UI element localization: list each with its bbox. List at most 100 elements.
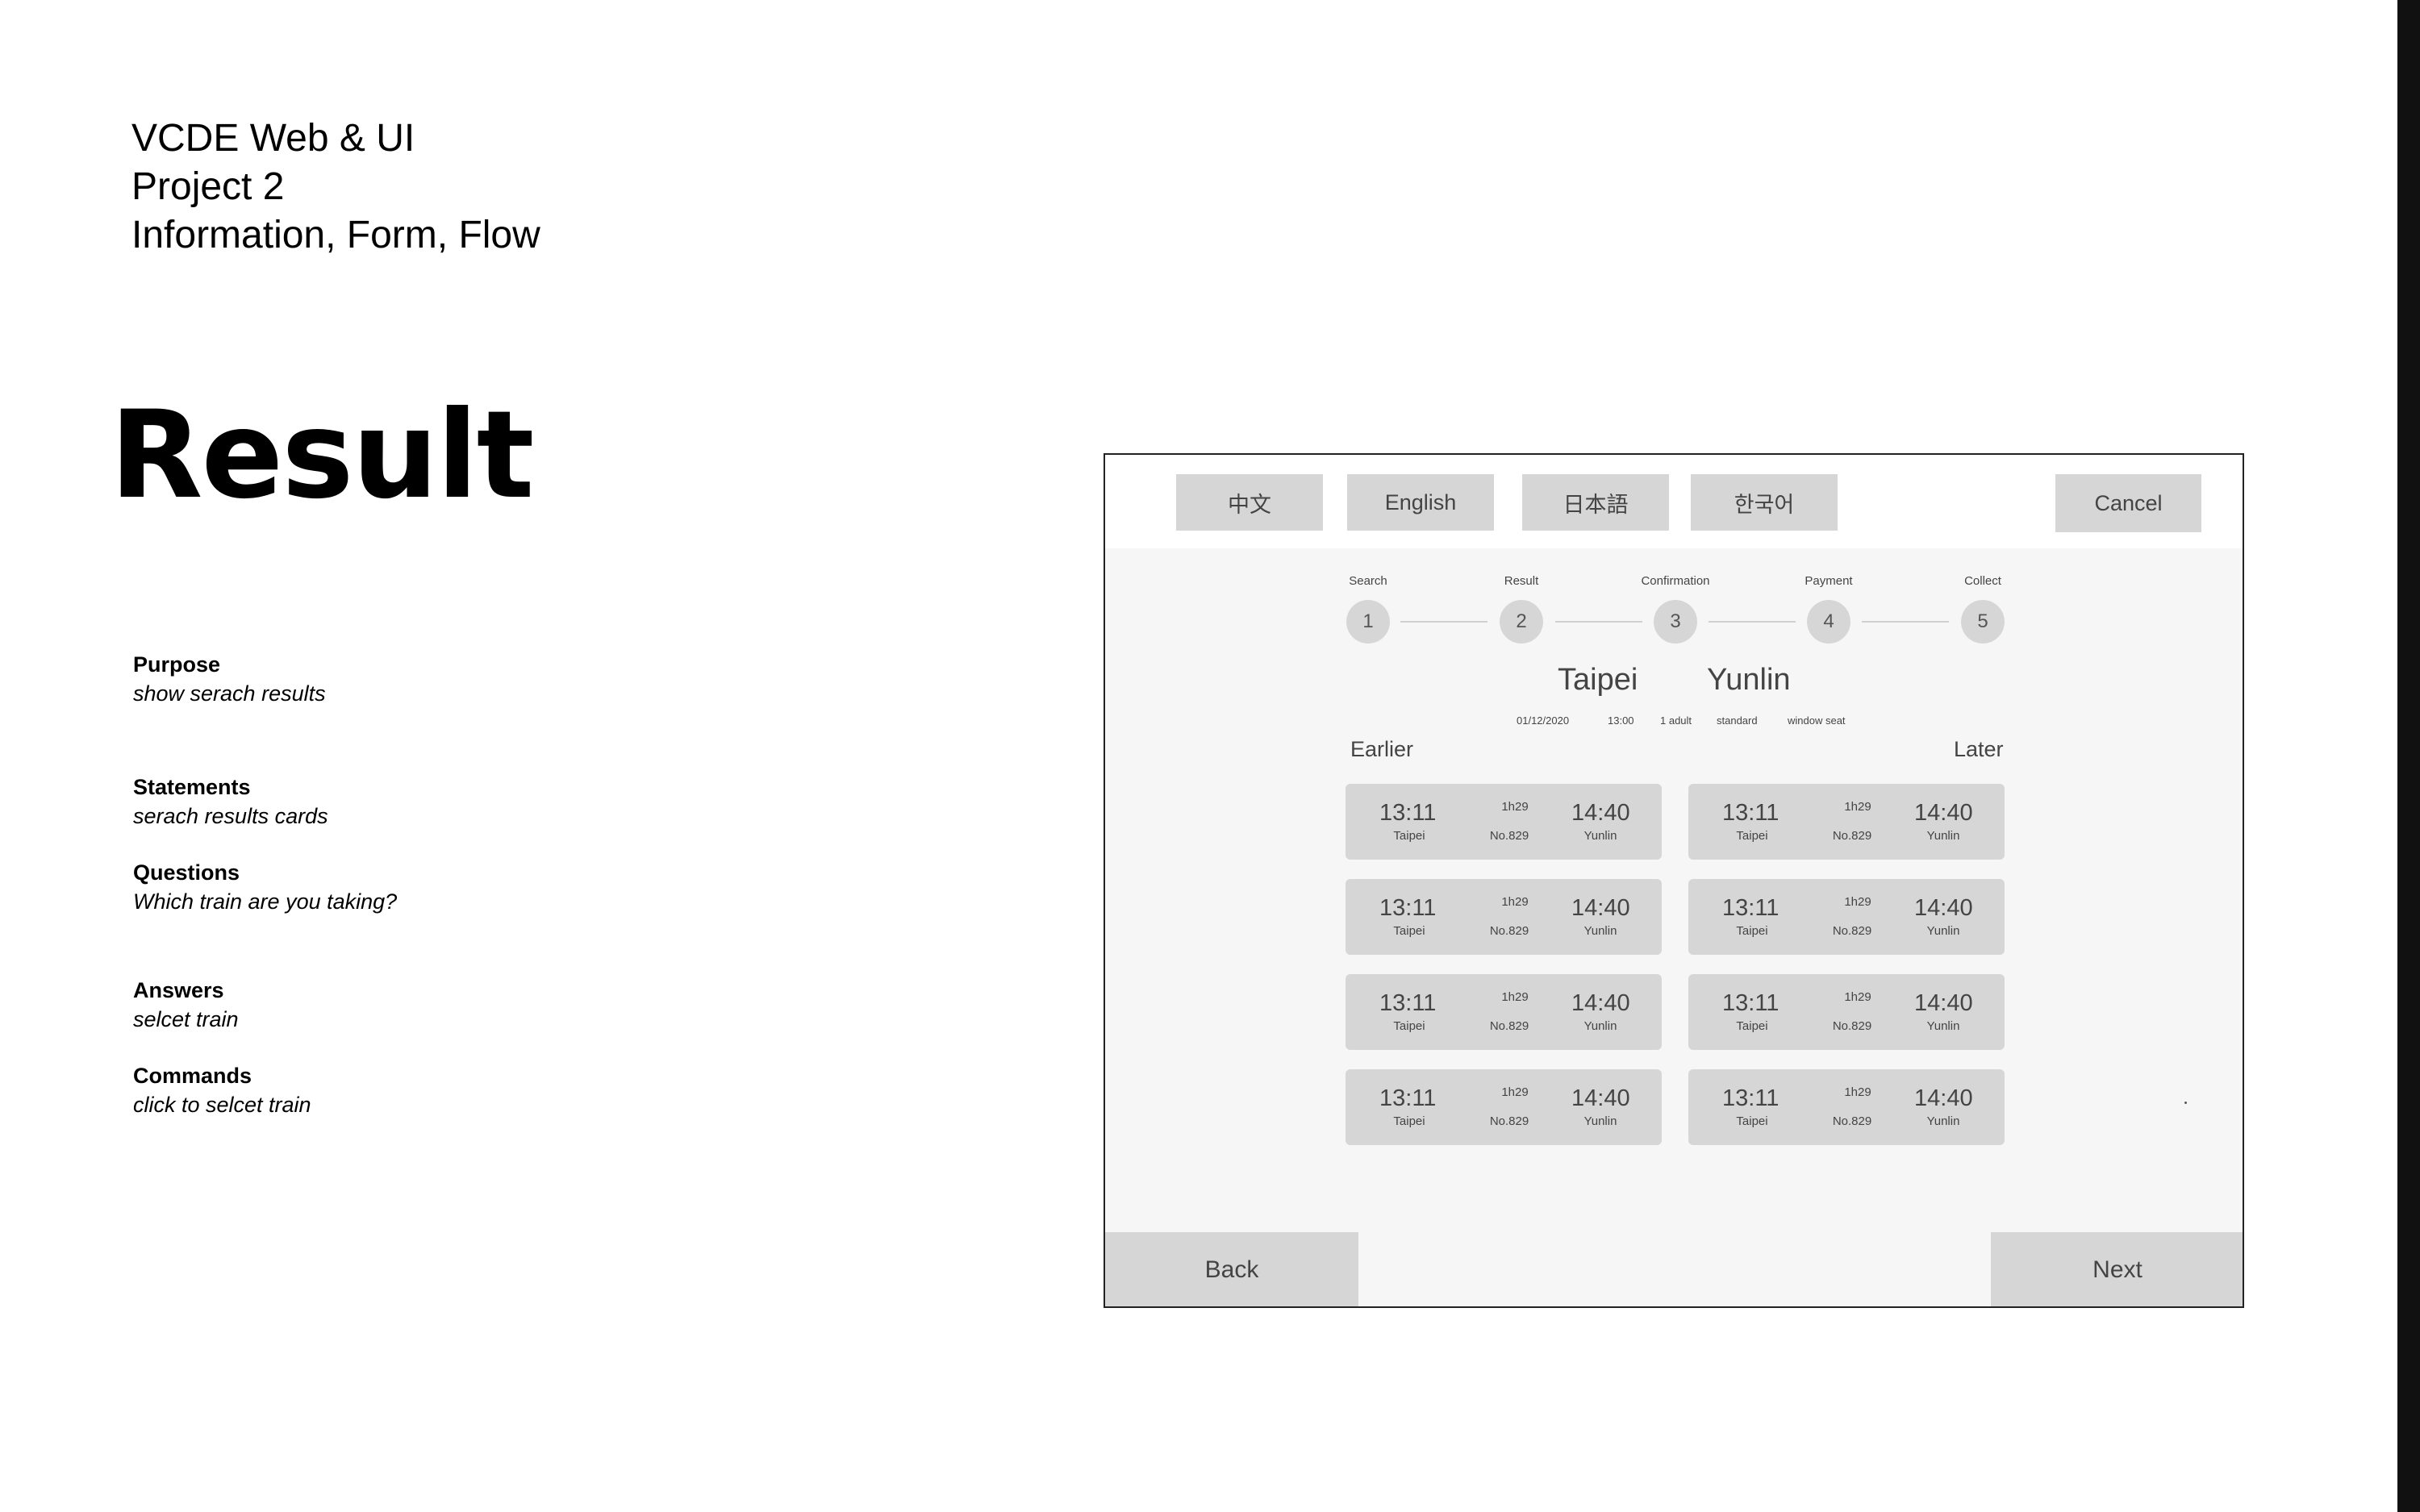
result-dep: 13:11	[1722, 990, 1780, 1016]
step-connector	[1862, 621, 1949, 623]
result-no: No.829	[1832, 1019, 1872, 1033]
result-from: Taipei	[1736, 924, 1768, 938]
step-connector	[1709, 621, 1796, 623]
spec-questions: Questions Which train are you taking?	[133, 858, 397, 916]
result-dep: 13:11	[1379, 1085, 1437, 1111]
earlier-link[interactable]: Earlier	[1350, 737, 1414, 761]
result-no: No.829	[1832, 924, 1872, 938]
result-from: Taipei	[1393, 829, 1425, 843]
result-to: Yunlin	[1583, 1114, 1617, 1128]
result-from: Taipei	[1736, 829, 1768, 843]
spec-heading: Purpose	[133, 652, 221, 677]
result-from: Taipei	[1736, 1019, 1768, 1033]
step-2-indicator[interactable]: 2	[1500, 600, 1543, 644]
step-label-confirmation: Confirmation	[1641, 574, 1710, 588]
result-no: No.829	[1489, 1114, 1529, 1128]
step-1-indicator[interactable]: 1	[1346, 600, 1390, 644]
result-to: Yunlin	[1926, 1114, 1960, 1128]
trip-passengers: 1 adult	[1660, 714, 1692, 727]
result-dur: 1h29	[1501, 895, 1529, 909]
result-from: Taipei	[1736, 1114, 1768, 1128]
result-dep: 13:11	[1722, 895, 1780, 921]
result-no: No.829	[1832, 1114, 1872, 1128]
step-label-result: Result	[1504, 574, 1539, 588]
result-arr: 14:40	[1914, 990, 1973, 1016]
language-button-korean[interactable]: 한국어	[1691, 474, 1838, 531]
cancel-button[interactable]: Cancel	[2055, 474, 2201, 532]
trip-class: standard	[1717, 714, 1758, 727]
result-to: Yunlin	[1926, 829, 1960, 843]
spec-statements: Statements serach results cards	[133, 773, 328, 831]
result-from: Taipei	[1393, 1114, 1425, 1128]
result-arr: 14:40	[1914, 895, 1973, 921]
spec-value: selcet train	[133, 1007, 239, 1031]
result-no: No.829	[1489, 1019, 1529, 1033]
spec-heading: Questions	[133, 860, 240, 885]
result-from: Taipei	[1393, 924, 1425, 938]
result-dur: 1h29	[1501, 800, 1529, 814]
spec-purpose: Purpose show serach results	[133, 650, 326, 708]
result-to: Yunlin	[1583, 924, 1617, 938]
spec-value: Which train are you taking?	[133, 889, 398, 914]
project-number: Project 2	[131, 165, 285, 208]
result-dur: 1h29	[1844, 800, 1871, 814]
result-arr: 14:40	[1571, 1085, 1630, 1111]
result-no: No.829	[1489, 924, 1529, 938]
trip-time: 13:00	[1608, 714, 1634, 727]
spec-heading: Answers	[133, 978, 224, 1002]
result-dep: 13:11	[1722, 1085, 1780, 1111]
language-button-chinese[interactable]: 中文	[1176, 474, 1323, 531]
step-connector	[1555, 621, 1642, 623]
course-title: VCDE Web & UI	[131, 117, 415, 160]
result-to: Yunlin	[1583, 829, 1617, 843]
result-dur: 1h29	[1501, 1085, 1529, 1099]
result-dur: 1h29	[1844, 895, 1871, 909]
result-dur: 1h29	[1501, 990, 1529, 1004]
next-button[interactable]: Next	[1991, 1232, 2243, 1306]
step-label-collect: Collect	[1964, 574, 2001, 588]
trip-seat: window seat	[1788, 714, 1846, 727]
result-from: Taipei	[1393, 1019, 1425, 1033]
result-dep: 13:11	[1379, 800, 1437, 826]
step-4-indicator[interactable]: 4	[1807, 600, 1850, 644]
result-no: No.829	[1832, 829, 1872, 843]
back-button[interactable]: Back	[1105, 1232, 1358, 1306]
later-link[interactable]: Later	[1954, 737, 2004, 761]
result-no: No.829	[1489, 829, 1529, 843]
result-arr: 14:40	[1914, 1085, 1973, 1111]
spec-answers: Answers selcet train	[133, 976, 239, 1034]
result-arr: 14:40	[1571, 800, 1630, 826]
result-to: Yunlin	[1926, 924, 1960, 938]
result-arr: 14:40	[1914, 800, 1973, 826]
spec-heading: Commands	[133, 1064, 252, 1088]
result-dur: 1h29	[1844, 1085, 1871, 1099]
route-destination: Yunlin	[1707, 663, 1791, 697]
trip-date: 01/12/2020	[1517, 714, 1570, 727]
route-origin: Taipei	[1558, 663, 1638, 697]
language-button-english[interactable]: English	[1347, 474, 1494, 531]
stray-dot	[2184, 1102, 2187, 1104]
kiosk-screen: 中文 English 日本語 한국어 Cancel Search 1 Resul…	[1104, 453, 2244, 1308]
result-dep: 13:11	[1379, 895, 1437, 921]
step-label-payment: Payment	[1805, 574, 1853, 588]
result-dep: 13:11	[1379, 990, 1437, 1016]
result-arr: 14:40	[1571, 990, 1630, 1016]
result-dep: 13:11	[1722, 800, 1780, 826]
spec-value: click to selcet train	[133, 1093, 311, 1117]
step-label-search: Search	[1349, 574, 1387, 588]
spec-value: show serach results	[133, 681, 326, 706]
result-to: Yunlin	[1926, 1019, 1960, 1033]
step-5-indicator[interactable]: 5	[1961, 600, 2005, 644]
spec-commands: Commands click to selcet train	[133, 1061, 311, 1119]
step-3-indicator[interactable]: 3	[1654, 600, 1697, 644]
project-subtitle: Information, Form, Flow	[131, 214, 540, 256]
language-button-japanese[interactable]: 日本語	[1522, 474, 1669, 531]
